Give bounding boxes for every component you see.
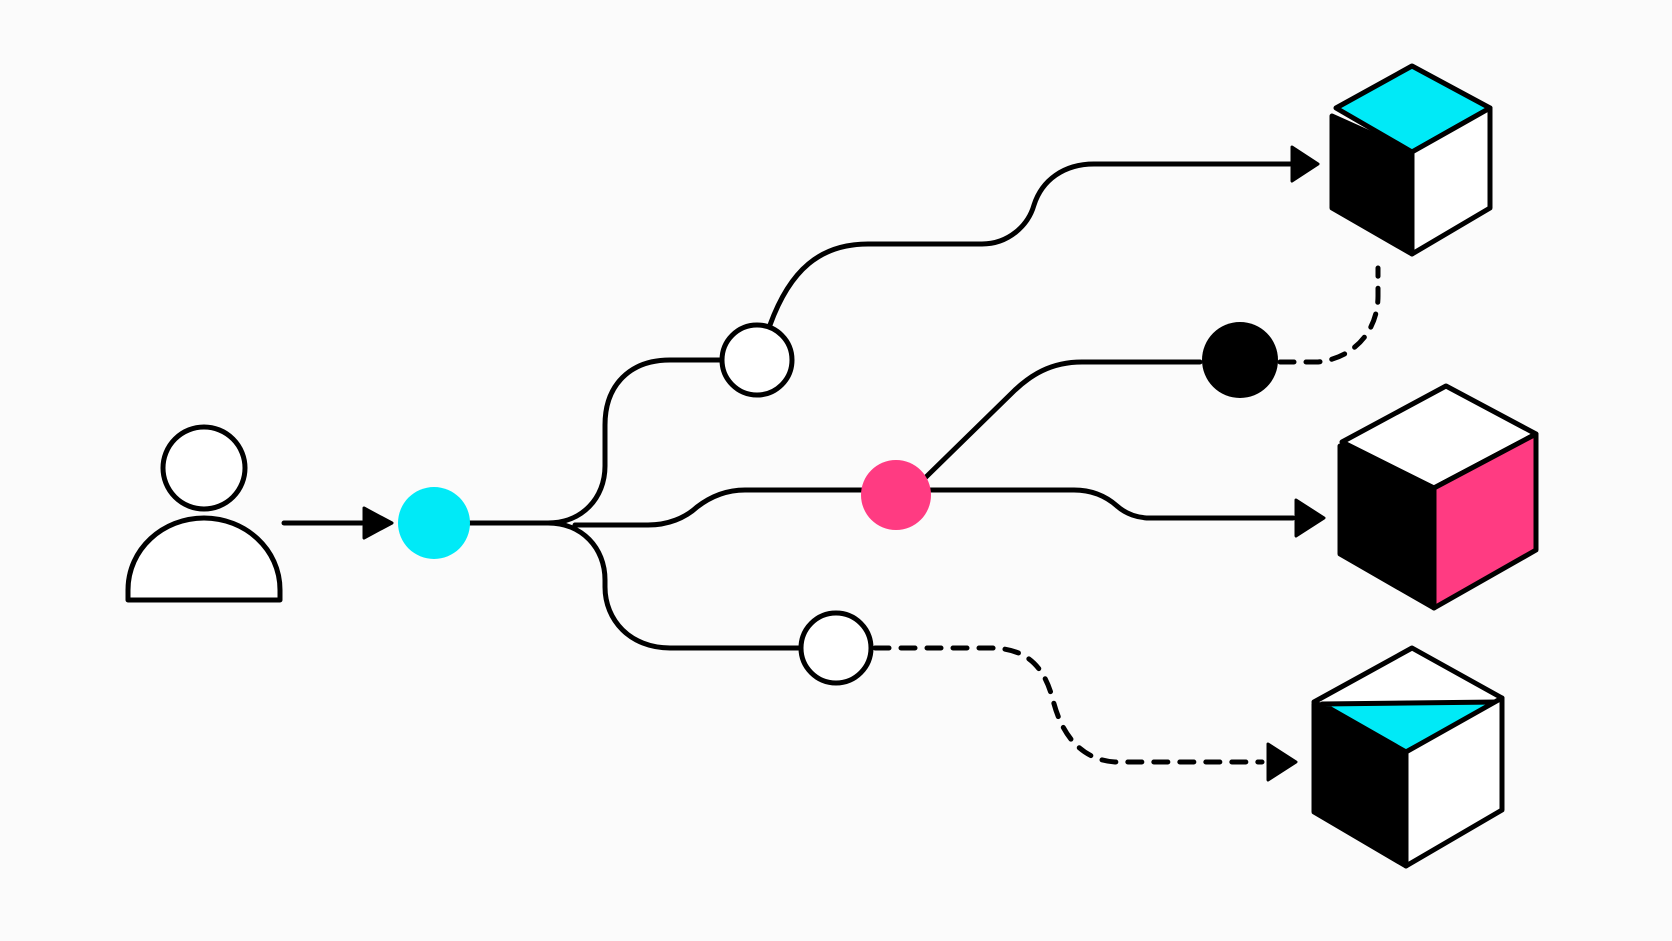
middle-branch-node — [861, 460, 931, 530]
connector-hub-to-middle-node — [572, 487, 867, 528]
cube-bottom-icon — [1311, 645, 1505, 869]
arrowhead-cube-top — [1290, 145, 1320, 183]
arrowhead-cube-bottom — [1266, 742, 1298, 782]
connector-upper-node-to-cube-top — [767, 161, 1293, 328]
upper-branch-node — [719, 322, 795, 398]
connector-lower-node-to-cube-bottom — [872, 645, 1265, 765]
arrowhead-user — [362, 506, 394, 540]
connectors — [281, 145, 1381, 782]
arrowhead-cube-middle — [1294, 498, 1326, 538]
lower-branch-node — [798, 610, 874, 686]
cube-top-icon — [1329, 63, 1493, 257]
person-icon — [125, 424, 283, 603]
connector-black-node-to-cube-top — [1277, 265, 1381, 365]
connector-middle-node-to-black-node — [922, 359, 1203, 481]
hub-node — [398, 487, 470, 559]
connector-middle-node-to-cube-middle — [927, 487, 1296, 521]
black-node — [1202, 322, 1278, 398]
connector-hub-to-lower-node — [545, 520, 803, 651]
cube-middle-icon — [1337, 383, 1539, 611]
connector-hub-to-upper-node — [545, 357, 725, 526]
